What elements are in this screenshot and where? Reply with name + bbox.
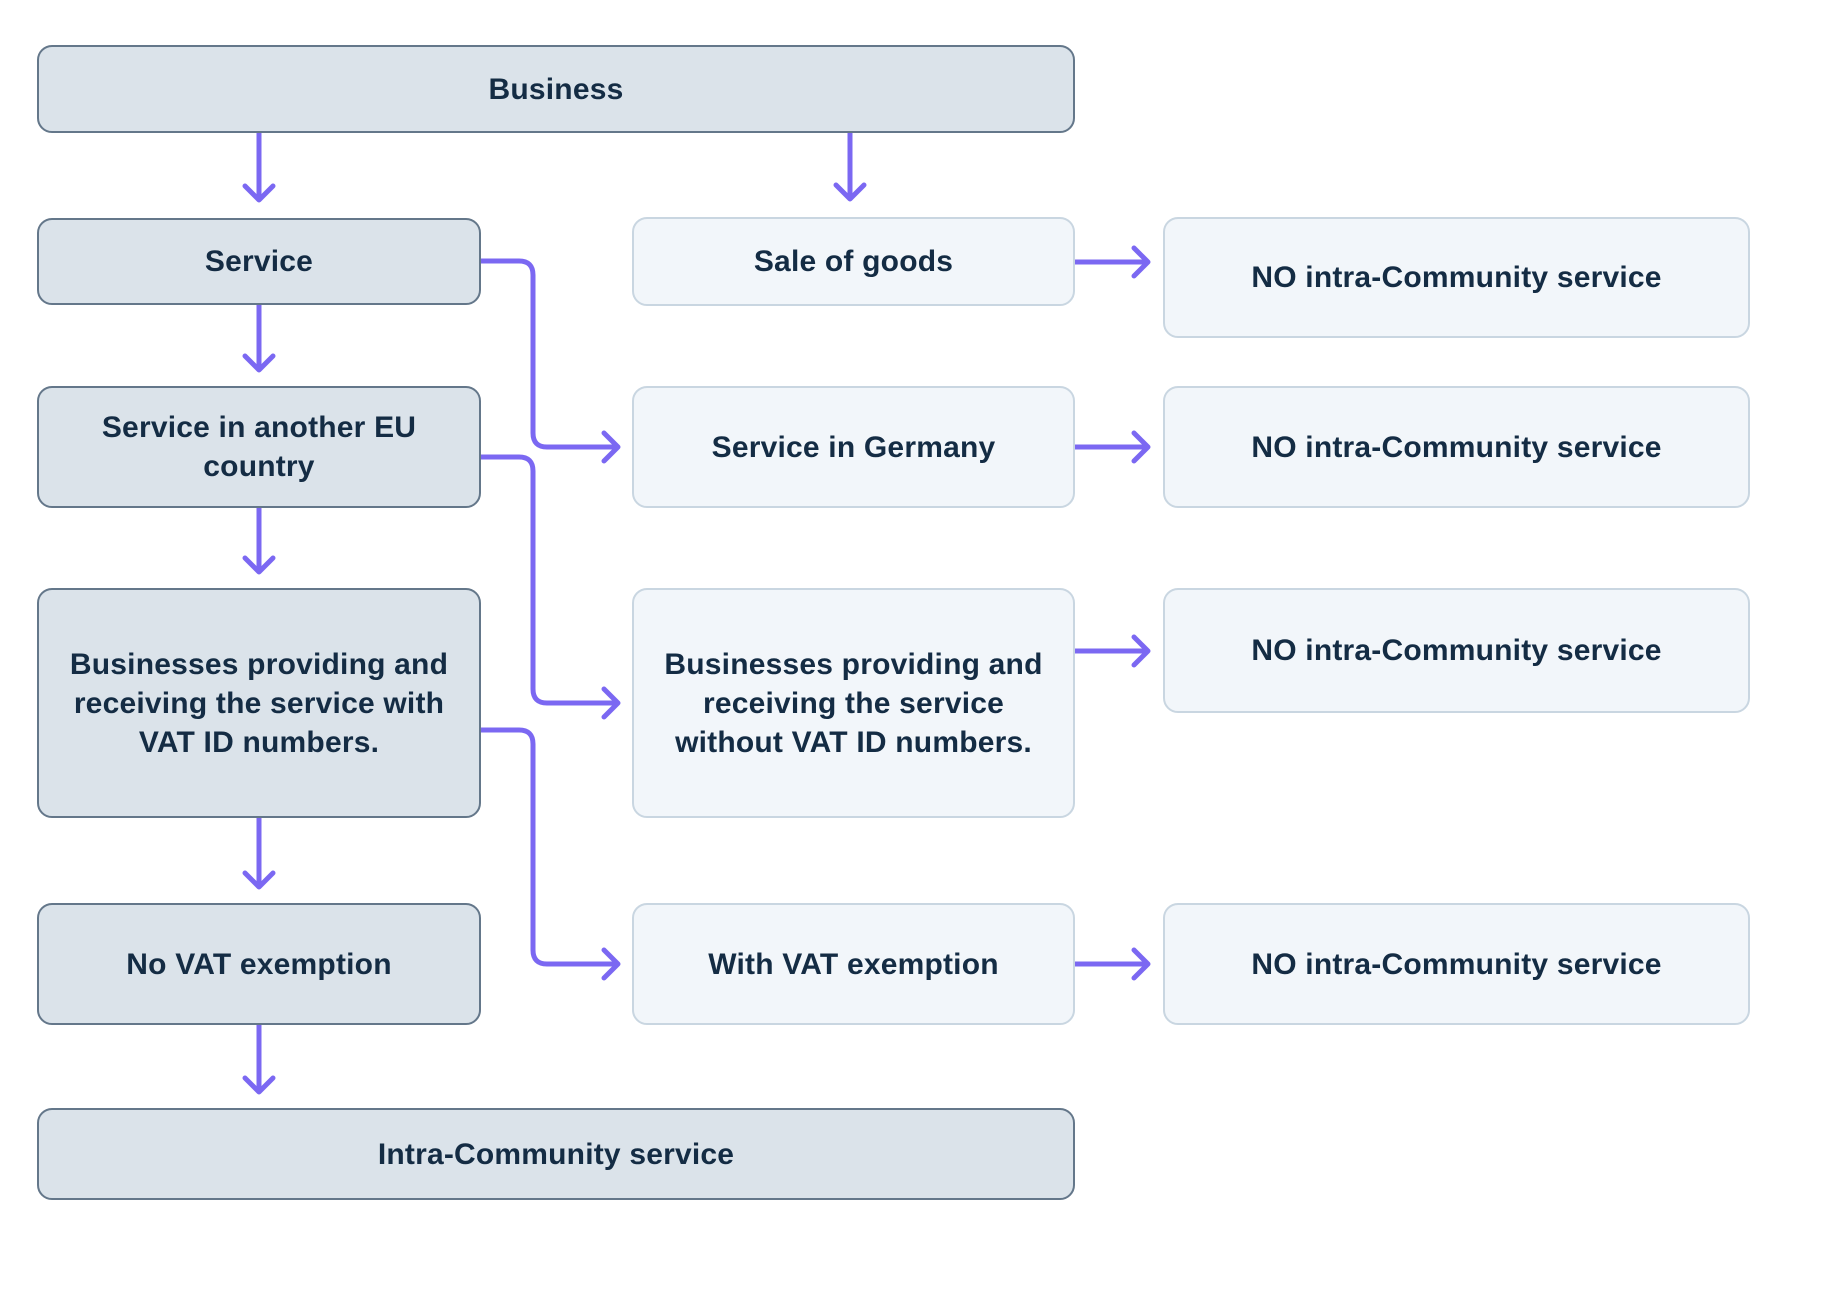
edge-service-to-service-eu [242, 302, 276, 373]
edge-service-eu-to-biz-with-vat [242, 505, 276, 575]
edge-biz-with-vat-to-no-vat-exemption [242, 815, 276, 890]
node-intra-community-service: Intra-Community service [37, 1108, 1075, 1200]
edge-with-vat-exemption-to-no-ics-4 [1072, 947, 1151, 981]
edge-biz-with-vat-to-with-vat-exemption [478, 727, 621, 981]
node-biz-with-vat: Businesses providing and receiving the s… [37, 588, 481, 818]
node-service-eu: Service in another EU country [37, 386, 481, 508]
node-sale-of-goods: Sale of goods [632, 217, 1075, 306]
edge-business-to-service [242, 130, 276, 203]
node-biz-without-vat: Businesses providing and receiving the s… [632, 588, 1075, 818]
edge-service-germany-to-no-ics-2 [1072, 430, 1151, 464]
node-service-germany: Service in Germany [632, 386, 1075, 508]
edge-business-to-sale-of-goods [833, 130, 867, 202]
node-no-ics-4: NO intra-Community service [1163, 903, 1750, 1025]
node-no-ics-1: NO intra-Community service [1163, 217, 1750, 338]
edge-service-eu-to-biz-without-vat [478, 454, 621, 720]
node-no-ics-2: NO intra-Community service [1163, 386, 1750, 508]
edge-no-vat-exemption-to-intra [242, 1022, 276, 1095]
node-business: Business [37, 45, 1075, 133]
node-no-ics-3: NO intra-Community service [1163, 588, 1750, 713]
edge-sale-of-goods-to-no-ics-1 [1072, 245, 1151, 279]
node-with-vat-exemption: With VAT exemption [632, 903, 1075, 1025]
edge-biz-without-vat-to-no-ics-3 [1072, 634, 1151, 668]
node-no-vat-exemption: No VAT exemption [37, 903, 481, 1025]
edge-service-to-service-germany [478, 258, 621, 464]
node-service: Service [37, 218, 481, 305]
